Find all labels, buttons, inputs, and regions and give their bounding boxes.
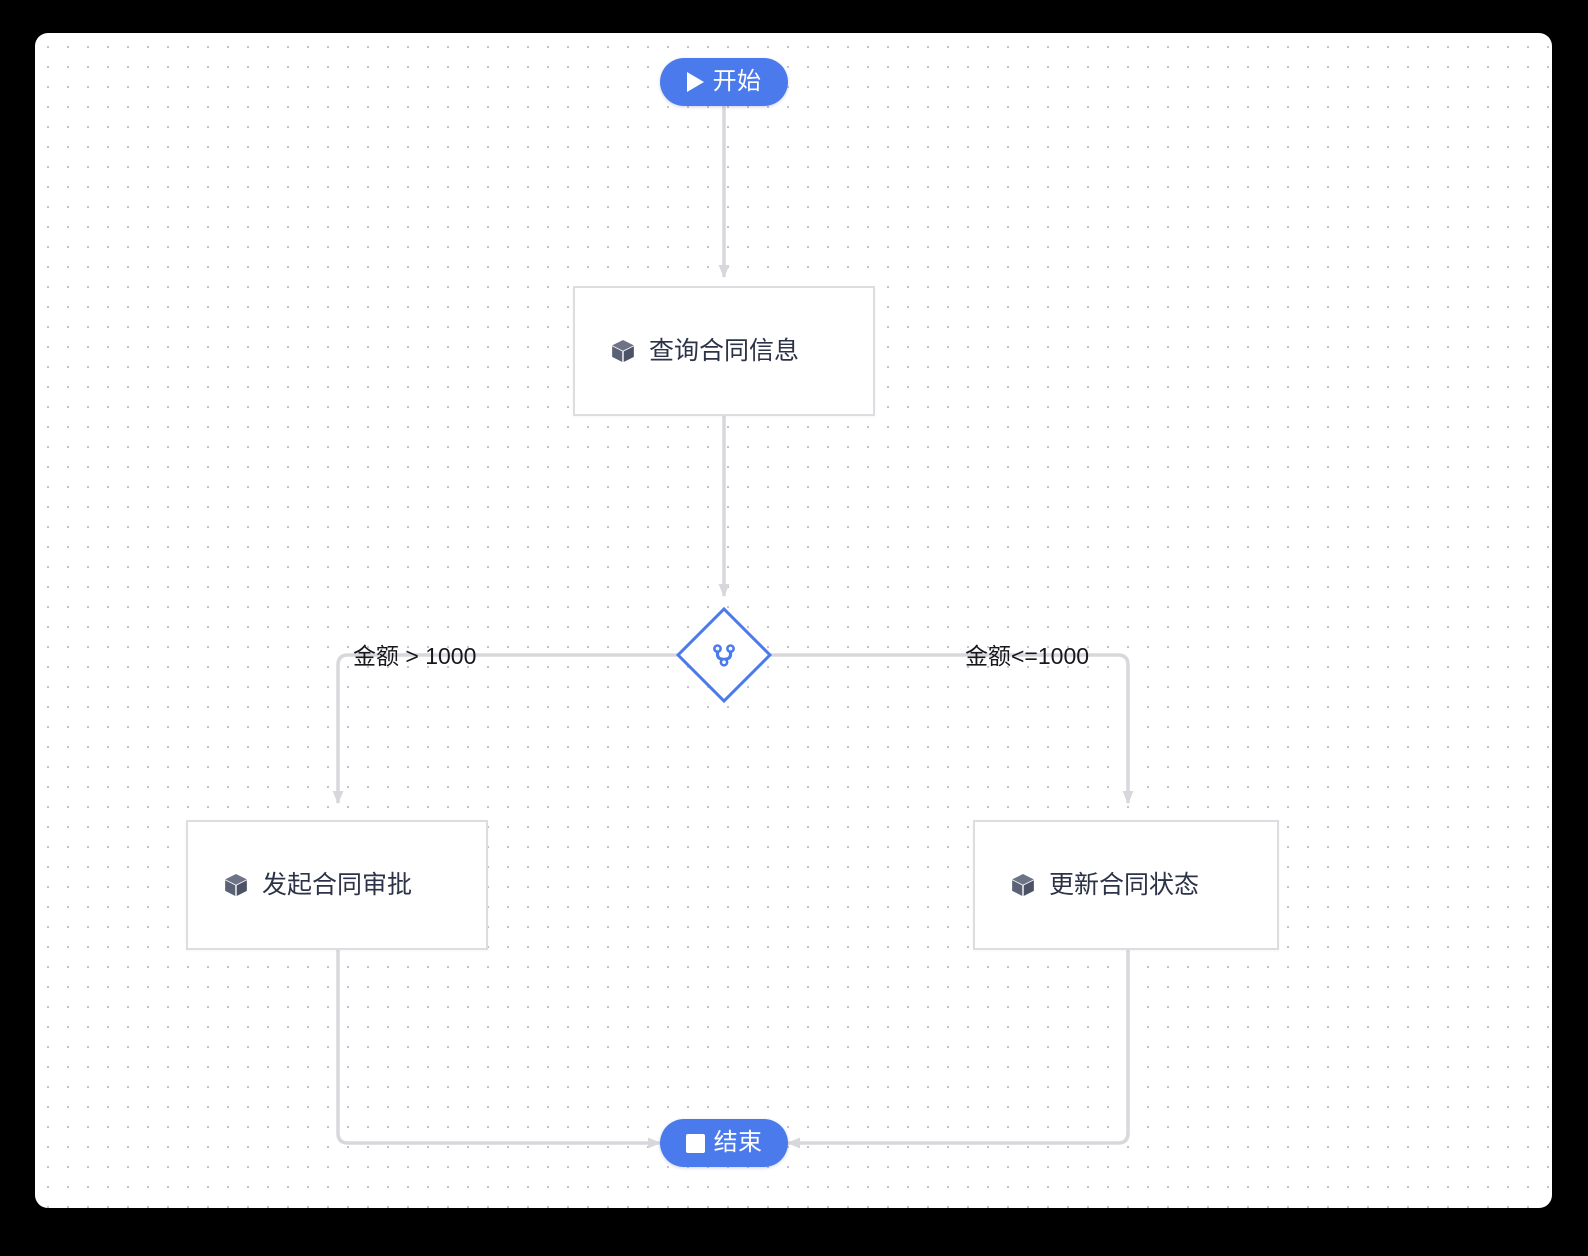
edge-update-to-end	[787, 950, 1130, 1149]
node-update-status[interactable]: 更新合同状态	[973, 820, 1279, 950]
node-start-label: 开始	[712, 68, 762, 95]
edge-approval-to-end	[336, 950, 661, 1149]
node-update-status-label: 更新合同状态	[1049, 870, 1200, 899]
edge-label-amount-lessequal: 金额<=1000	[965, 643, 1090, 669]
node-layer: 开始 查询合同信息	[35, 33, 1552, 1208]
stop-icon	[685, 1133, 705, 1153]
edge-layer	[332, 104, 1134, 1149]
cube-icon	[612, 340, 634, 362]
node-start-approval-label: 发起合同审批	[262, 870, 413, 899]
node-start-approval-content: 发起合同审批	[222, 871, 412, 899]
node-query-contract-content: 查询合同信息	[609, 337, 799, 365]
edge-decision-to-update	[760, 653, 1134, 804]
node-start-approval[interactable]: 发起合同审批	[186, 820, 488, 950]
edge-decision-to-approval	[332, 653, 688, 804]
node-end-label: 结束	[713, 1129, 763, 1156]
cube-icon	[225, 874, 247, 896]
node-update-status-content: 更新合同状态	[1009, 871, 1199, 899]
workflow-canvas[interactable]: 开始 查询合同信息	[35, 33, 1552, 1208]
node-end[interactable]: 结束	[660, 1119, 788, 1167]
node-decision[interactable]	[675, 606, 773, 704]
play-icon	[686, 72, 704, 92]
branch-icon	[713, 644, 735, 667]
node-query-contract-label: 查询合同信息	[649, 336, 800, 365]
edge-label-amount-greater: 金额 > 1000	[353, 643, 477, 669]
node-query-contract[interactable]: 查询合同信息	[573, 286, 875, 416]
node-start[interactable]: 开始	[660, 58, 788, 106]
canvas-dot-grid	[35, 33, 1552, 1208]
cube-icon	[1012, 874, 1034, 896]
